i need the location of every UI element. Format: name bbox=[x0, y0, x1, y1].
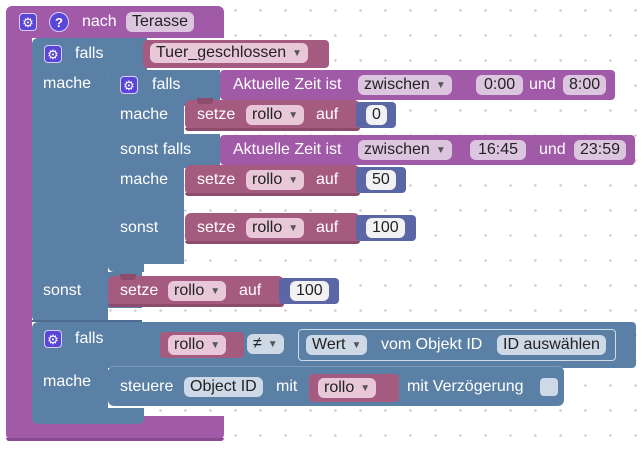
do-label: mache bbox=[43, 373, 92, 390]
time-to-field[interactable]: 8:00 bbox=[563, 75, 607, 95]
time-operator-select[interactable]: zwischen ▼ bbox=[358, 140, 452, 160]
delay-checkbox[interactable] bbox=[540, 378, 558, 396]
to-label: auf bbox=[239, 282, 262, 299]
else-label: sonst bbox=[43, 282, 82, 299]
value-attribute-value: Wert bbox=[312, 336, 346, 353]
control-variable-select[interactable]: rollo ▼ bbox=[318, 378, 377, 398]
do-label: mache bbox=[43, 75, 92, 92]
dropdown-arrow-icon: ▼ bbox=[360, 383, 371, 394]
set-variable-shadow bbox=[185, 241, 360, 244]
set-variable-value: rollo bbox=[174, 282, 205, 299]
to-label: auf bbox=[316, 171, 339, 188]
set-variable-select[interactable]: rollo ▼ bbox=[246, 170, 305, 190]
set-label: setze bbox=[120, 282, 159, 299]
dropdown-arrow-icon: ▼ bbox=[288, 223, 299, 234]
dropdown-arrow-icon: ▼ bbox=[292, 48, 303, 59]
time-from-field[interactable]: 0:00 bbox=[476, 75, 524, 95]
set-label: setze bbox=[197, 219, 236, 236]
dropdown-arrow-icon: ▼ bbox=[435, 145, 446, 156]
time-condition-label: Aktuelle Zeit ist bbox=[233, 76, 342, 93]
gear-icon[interactable]: ⚙ bbox=[44, 45, 62, 63]
time-from-field[interactable]: 16:45 bbox=[470, 140, 527, 160]
event-trigger-field[interactable]: Terasse bbox=[126, 12, 195, 32]
set-variable-select[interactable]: rollo ▼ bbox=[246, 218, 305, 238]
control-variable-value: rollo bbox=[324, 379, 355, 396]
time-condition-label: Aktuelle Zeit ist bbox=[233, 141, 342, 158]
set-label: setze bbox=[197, 106, 236, 123]
set-variable-value: rollo bbox=[252, 219, 283, 236]
help-icon[interactable]: ? bbox=[49, 12, 69, 32]
condition-variable-select[interactable]: Tuer_geschlossen ▼ bbox=[150, 43, 309, 63]
time-operator-value: zwischen bbox=[364, 76, 430, 93]
condition-variable-value: Tuer_geschlossen bbox=[156, 44, 287, 61]
and-label: und bbox=[529, 76, 556, 93]
event-block-body bbox=[6, 36, 32, 418]
control-label: steuere bbox=[120, 378, 174, 395]
compare-variable-select[interactable]: rollo ▼ bbox=[168, 335, 227, 355]
if-nested-elseif-bar bbox=[108, 134, 220, 168]
set-variable-value: rollo bbox=[252, 171, 283, 188]
set-variable-shadow bbox=[185, 193, 360, 196]
number-field[interactable]: 100 bbox=[290, 281, 329, 301]
dropdown-arrow-icon: ▼ bbox=[288, 110, 299, 121]
number-field[interactable]: 0 bbox=[366, 105, 387, 125]
time-operator-select[interactable]: zwischen ▼ bbox=[358, 75, 452, 95]
if-outer-else-body bbox=[32, 304, 108, 322]
compare-operator-value: ≠ bbox=[253, 335, 262, 352]
set-variable-select[interactable]: rollo ▼ bbox=[168, 281, 227, 301]
if-nested-body bbox=[108, 104, 184, 264]
if-label: falls bbox=[152, 76, 181, 93]
number-field[interactable]: 100 bbox=[366, 218, 405, 238]
dropdown-arrow-icon: ▼ bbox=[210, 340, 221, 351]
and-label: und bbox=[539, 141, 566, 158]
set-label: setze bbox=[197, 171, 236, 188]
to-label: auf bbox=[316, 106, 339, 123]
if-nested-footer bbox=[108, 256, 144, 272]
do-label: mache bbox=[120, 171, 169, 188]
dropdown-arrow-icon: ▼ bbox=[435, 80, 446, 91]
connector-notch bbox=[120, 274, 136, 280]
set-variable-value: rollo bbox=[252, 106, 283, 123]
event-block-shadow bbox=[6, 438, 224, 441]
object-id-select[interactable]: ID auswählen bbox=[497, 335, 606, 355]
value-attribute-select[interactable]: Wert ▼ bbox=[306, 335, 368, 355]
gear-icon[interactable]: ⚙ bbox=[19, 13, 37, 31]
time-operator-value: zwischen bbox=[364, 141, 430, 158]
else-label: sonst bbox=[120, 219, 159, 236]
dropdown-arrow-icon: ▼ bbox=[288, 175, 299, 186]
gear-icon[interactable]: ⚙ bbox=[120, 76, 138, 94]
number-field[interactable]: 50 bbox=[366, 170, 396, 190]
set-variable-shadow bbox=[185, 128, 360, 131]
control-object-select[interactable]: Object ID bbox=[184, 377, 263, 397]
if-compare-footer bbox=[32, 408, 144, 424]
compare-variable-value: rollo bbox=[174, 336, 205, 353]
set-variable-shadow bbox=[108, 304, 284, 307]
gear-icon[interactable]: ⚙ bbox=[44, 330, 62, 348]
connector-notch bbox=[197, 98, 213, 104]
time-to-field[interactable]: 23:59 bbox=[574, 140, 627, 160]
dropdown-arrow-icon: ▼ bbox=[267, 339, 278, 350]
to-label: auf bbox=[316, 219, 339, 236]
if-outer-shadow bbox=[32, 320, 142, 322]
compare-operator-select[interactable]: ≠▼ bbox=[247, 334, 284, 354]
dropdown-arrow-icon: ▼ bbox=[210, 286, 221, 297]
if-label: falls bbox=[75, 330, 104, 347]
if-outer-body bbox=[32, 72, 108, 276]
if-label: falls bbox=[75, 45, 104, 62]
with-label: mit bbox=[276, 378, 298, 395]
dropdown-arrow-icon: ▼ bbox=[351, 340, 362, 351]
delay-label: mit Verzögerung bbox=[407, 378, 524, 395]
else-if-label: sonst falls bbox=[120, 141, 192, 158]
set-variable-select[interactable]: rollo ▼ bbox=[246, 105, 305, 125]
do-label: mache bbox=[120, 106, 169, 123]
event-label: nach bbox=[82, 13, 117, 30]
from-object-label: vom Objekt ID bbox=[381, 336, 483, 353]
